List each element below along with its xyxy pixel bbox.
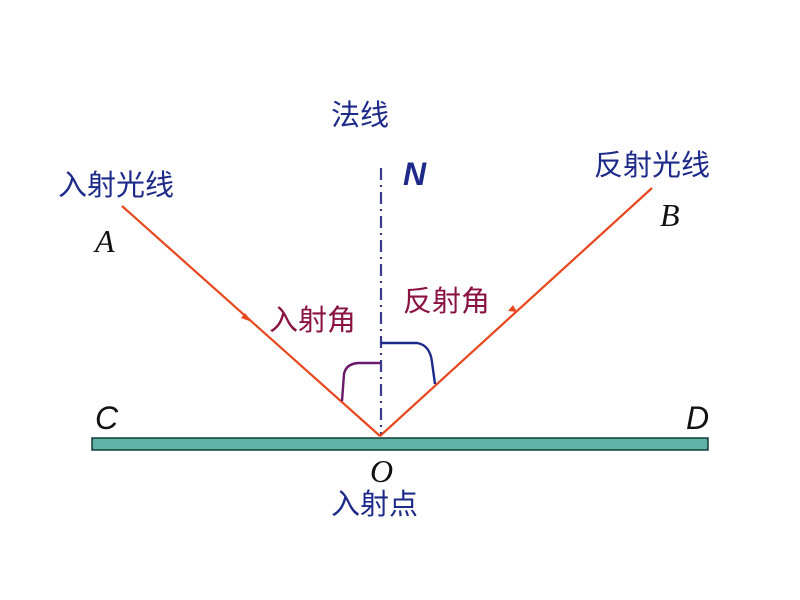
- point-c-label: C: [95, 400, 119, 436]
- incident-ray-label: 入射光线: [58, 168, 175, 202]
- reflected-ray-label: 反射光线: [594, 148, 711, 182]
- incidence-angle-label: 入射角: [269, 303, 357, 337]
- point-o-label: O: [370, 453, 394, 489]
- incident-arrow-icon: [241, 313, 252, 322]
- normal-label: 法线: [331, 98, 390, 132]
- reflected-ray: [379, 187, 653, 437]
- reflection-angle-label: 反射角: [403, 284, 491, 318]
- reflected-arrow-icon: [508, 305, 517, 312]
- point-a-label: A: [95, 223, 115, 259]
- reflection-angle-arc: [381, 341, 437, 385]
- point-d-label: D: [686, 400, 710, 436]
- incidence-point-label: 入射点: [331, 487, 419, 521]
- incidence-angle-arc: [340, 361, 380, 402]
- point-b-label: B: [660, 197, 680, 233]
- normal-point-label: N: [403, 156, 427, 192]
- mirror: [91, 437, 709, 451]
